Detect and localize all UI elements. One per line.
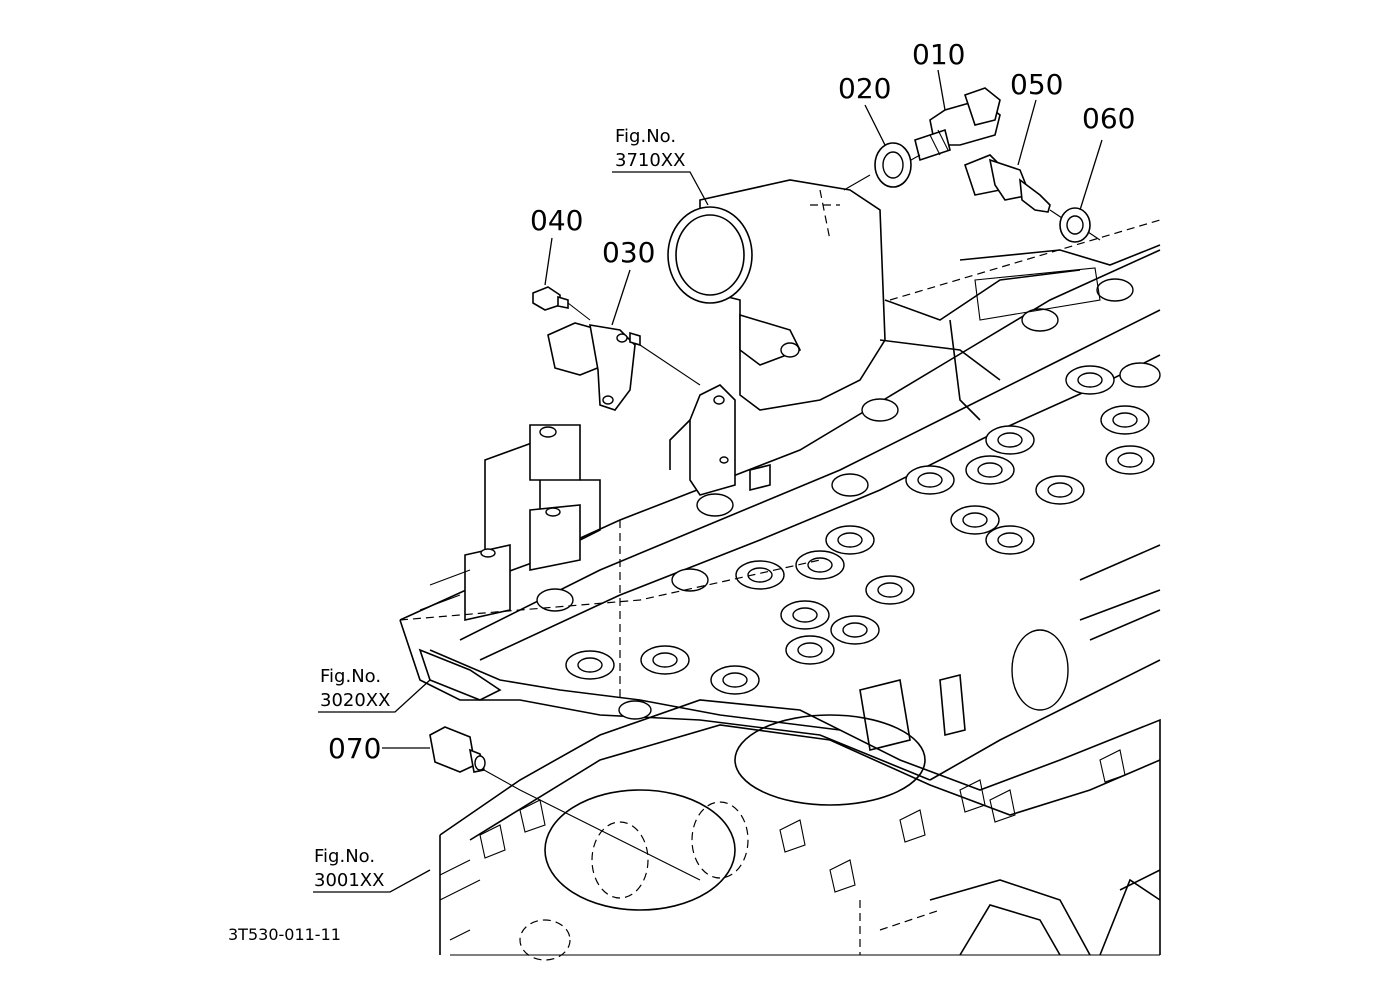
cylinder-head-ports — [536, 278, 1161, 720]
figref-3020xx-line2: 3020XX — [320, 690, 390, 711]
part-040-bolt — [532, 286, 569, 311]
figref-3710xx-line1: Fig.No. — [615, 126, 676, 147]
thermostat-housing-drawing — [667, 179, 1161, 496]
callout-010: 010 — [912, 38, 965, 71]
part-030-sensor — [547, 322, 641, 411]
cylinder-head-drawing — [399, 249, 1161, 781]
leader-lines — [313, 69, 1103, 893]
callout-060: 060 — [1082, 102, 1135, 135]
figref-3001xx-line2: 3001XX — [314, 870, 384, 891]
figref-3710xx-line2: 3710XX — [615, 150, 685, 171]
callout-030: 030 — [602, 236, 655, 269]
callout-020: 020 — [838, 72, 891, 105]
cylinder-block-drawing — [439, 699, 1161, 961]
figref-3020xx-line1: Fig.No. — [320, 666, 381, 687]
part-060-gasket — [1059, 207, 1091, 243]
callout-070: 070 — [328, 732, 381, 765]
callout-040: 040 — [530, 204, 583, 237]
callout-labels: 010 020 030 040 050 060 070 — [328, 38, 1135, 765]
figref-3001xx-line1: Fig.No. — [314, 846, 375, 867]
figure-references: Fig.No. 3710XX Fig.No. 3020XX Fig.No. 30… — [314, 126, 685, 891]
callout-050: 050 — [1010, 68, 1063, 101]
part-010-sensor — [914, 87, 1001, 162]
part-070-switch — [429, 726, 486, 773]
drawing-code: 3T530-011-11 — [228, 925, 341, 944]
part-020-gasket — [874, 142, 912, 188]
part-050-sensor — [964, 154, 1051, 213]
